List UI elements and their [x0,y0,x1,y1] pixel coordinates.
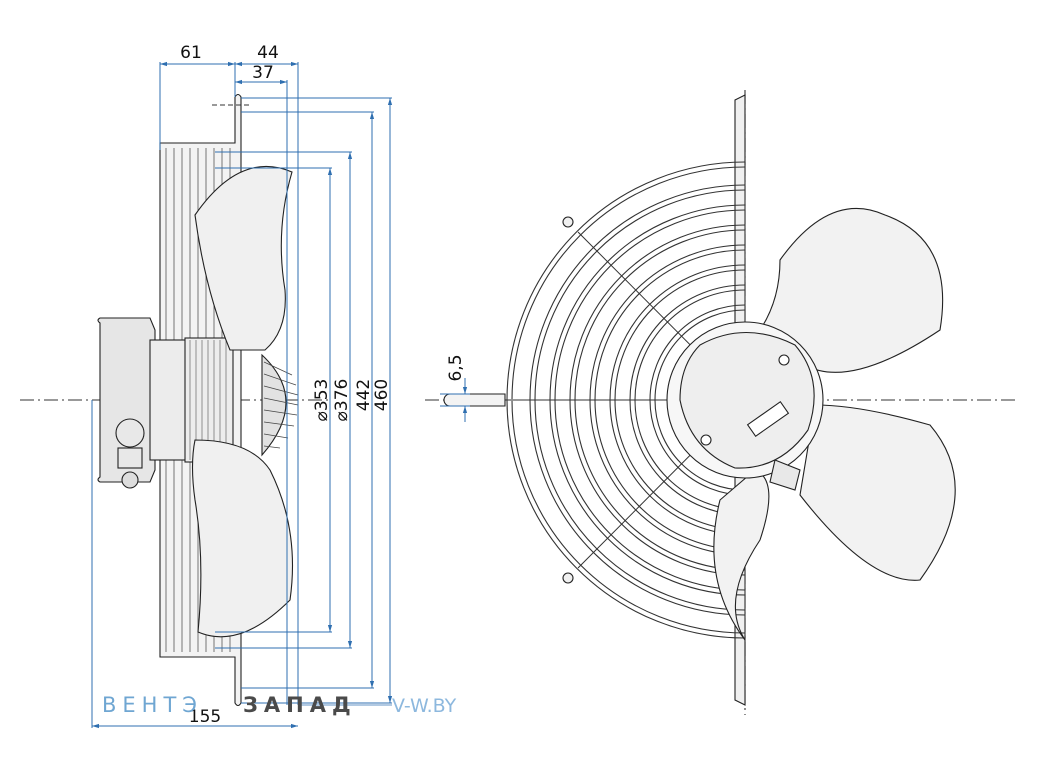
side-view [20,93,330,707]
svg-text:⌀353: ⌀353 [312,379,332,422]
spinner-cone [261,353,287,457]
dim-376: 376 [332,379,352,411]
dim-353: 353 [312,379,332,411]
front-cable-gland [769,459,801,491]
gland-cap [121,471,139,489]
dim-460: 460 [372,379,392,411]
side-dimension-labels: 61 44 37 155 ⌀353 ⌀376 442 460 [180,43,392,727]
brand-label [746,401,790,437]
spinner-fins [263,361,299,449]
front-view [425,90,1015,715]
upper-blade [194,165,293,351]
watermark-part2: ЗАПАД [243,693,357,717]
screw-bottom [700,434,712,446]
svg-text:⌀376: ⌀376 [332,379,352,422]
cable-gland [115,418,145,448]
side-dimensions [91,61,393,729]
dim-61: 61 [180,43,202,63]
watermark: ВЕНТЭ ЗАПАД V-W.BY [102,693,457,717]
dim-44: 44 [257,43,279,63]
guard-clip-top [562,216,574,228]
watermark-part1: ВЕНТЭ [102,693,203,717]
lower-blade [191,439,294,638]
front-blade-right [799,404,956,581]
terminal-box [679,332,815,469]
front-blade-bottom [713,469,770,641]
guard-clip-bottom [562,572,574,584]
gland-nut [117,447,143,469]
watermark-url: V-W.BY [392,695,457,717]
front-blade-top [759,207,944,373]
diameter-symbol-353: ⌀ [312,411,332,421]
dim-6-5: 6,5 [446,354,466,381]
screw-top [778,354,790,366]
dim-155: 155 [189,707,221,727]
slot-dimension [440,378,470,422]
dim-37: 37 [252,63,274,83]
diameter-symbol-376: ⌀ [332,411,352,421]
motor-body [149,339,191,461]
dim-442: 442 [354,379,374,411]
mounting-slot [443,393,506,407]
